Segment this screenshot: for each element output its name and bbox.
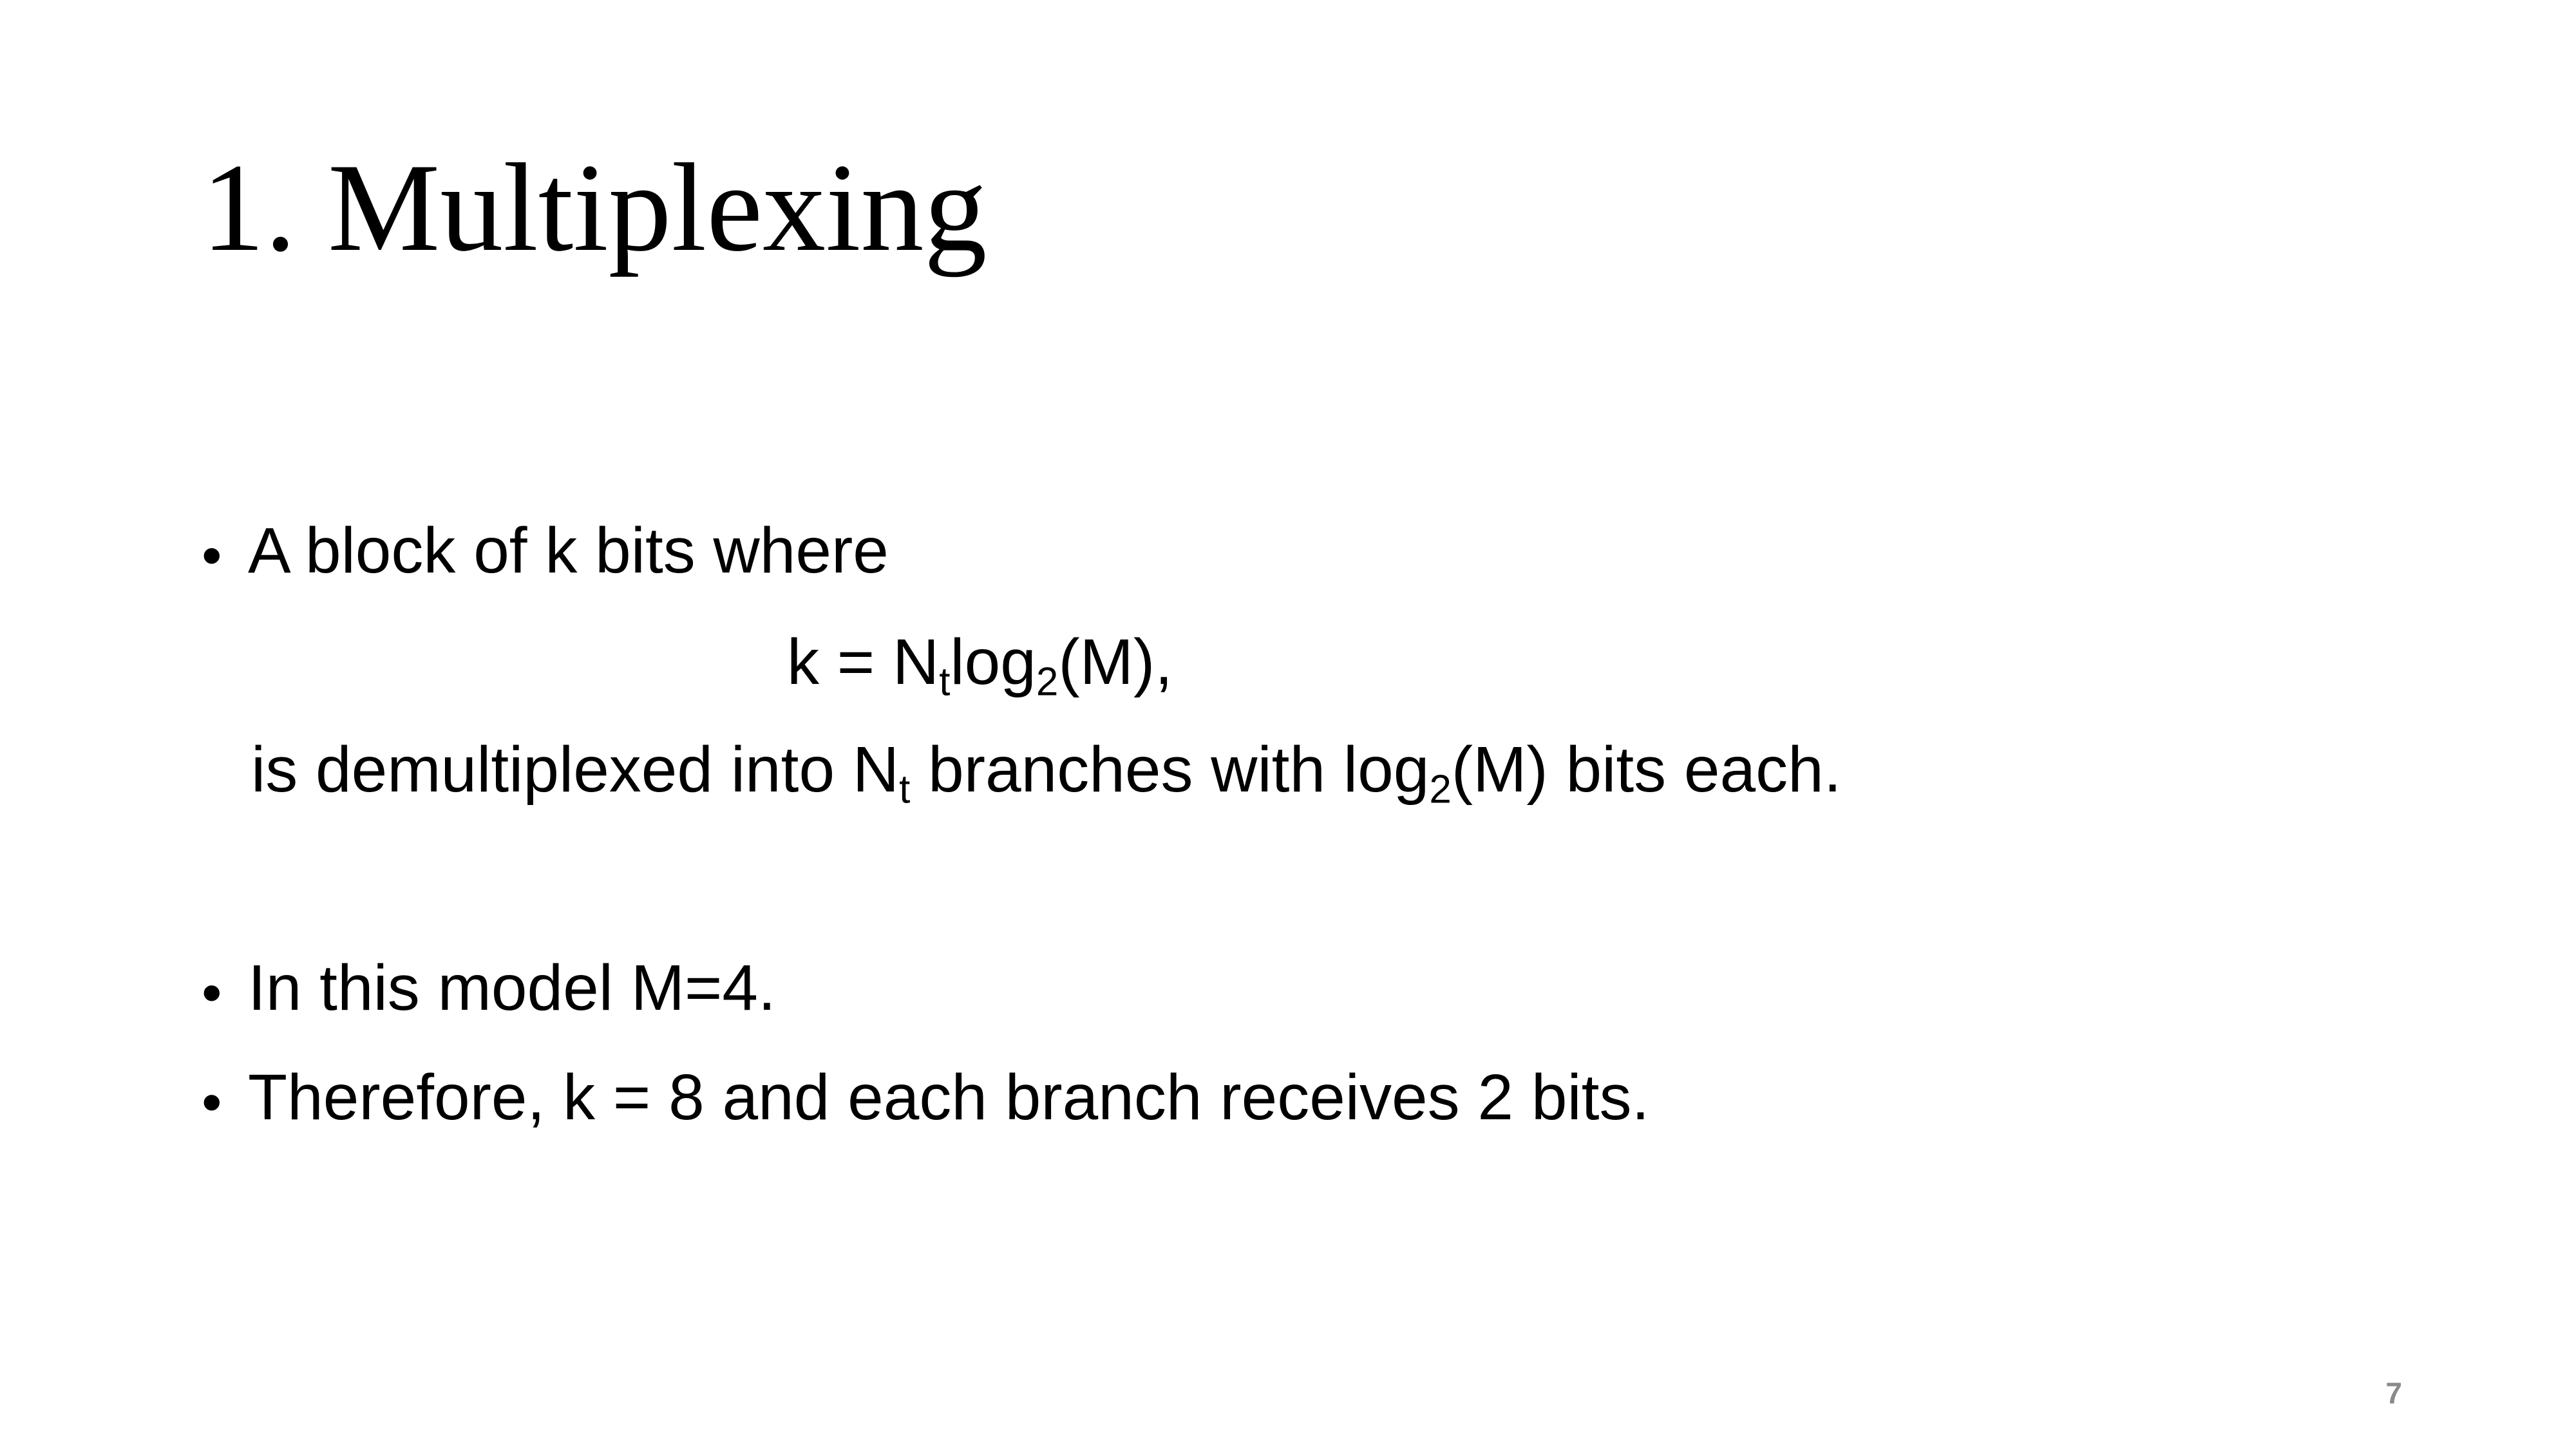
formula-k: k = Ntlog2(M), <box>787 630 1173 702</box>
bullet-text-therefore: Therefore, k = 8 and each branch receive… <box>248 1061 1650 1133</box>
bullet-marker: • <box>202 1070 222 1135</box>
slide-title: 1. Multiplexing <box>202 138 987 278</box>
continuation-part3: (M) bits each. <box>1451 734 1842 806</box>
bullet-text-model-m: In this model M=4. <box>248 952 776 1024</box>
continuation-part1: is demultiplexed into N <box>251 734 900 806</box>
formula-subscript-t: t <box>939 659 951 705</box>
continuation-subscript-t: t <box>899 767 911 812</box>
bullet-marker: • <box>202 524 222 588</box>
formula-log: log <box>950 626 1036 698</box>
formula-rhs: (M), <box>1058 626 1173 698</box>
continuation-subscript-2: 2 <box>1429 767 1452 812</box>
page-number: 7 <box>2385 1376 2402 1410</box>
continuation-text: is demultiplexed into Nt branches with l… <box>251 737 1842 810</box>
formula-subscript-2: 2 <box>1036 659 1059 705</box>
continuation-part2: branches with log <box>910 734 1430 806</box>
bullet-text-block-of-bits: A block of k bits where <box>248 515 889 587</box>
bullet-marker: • <box>202 961 222 1025</box>
formula-lhs: k = N <box>787 626 940 698</box>
